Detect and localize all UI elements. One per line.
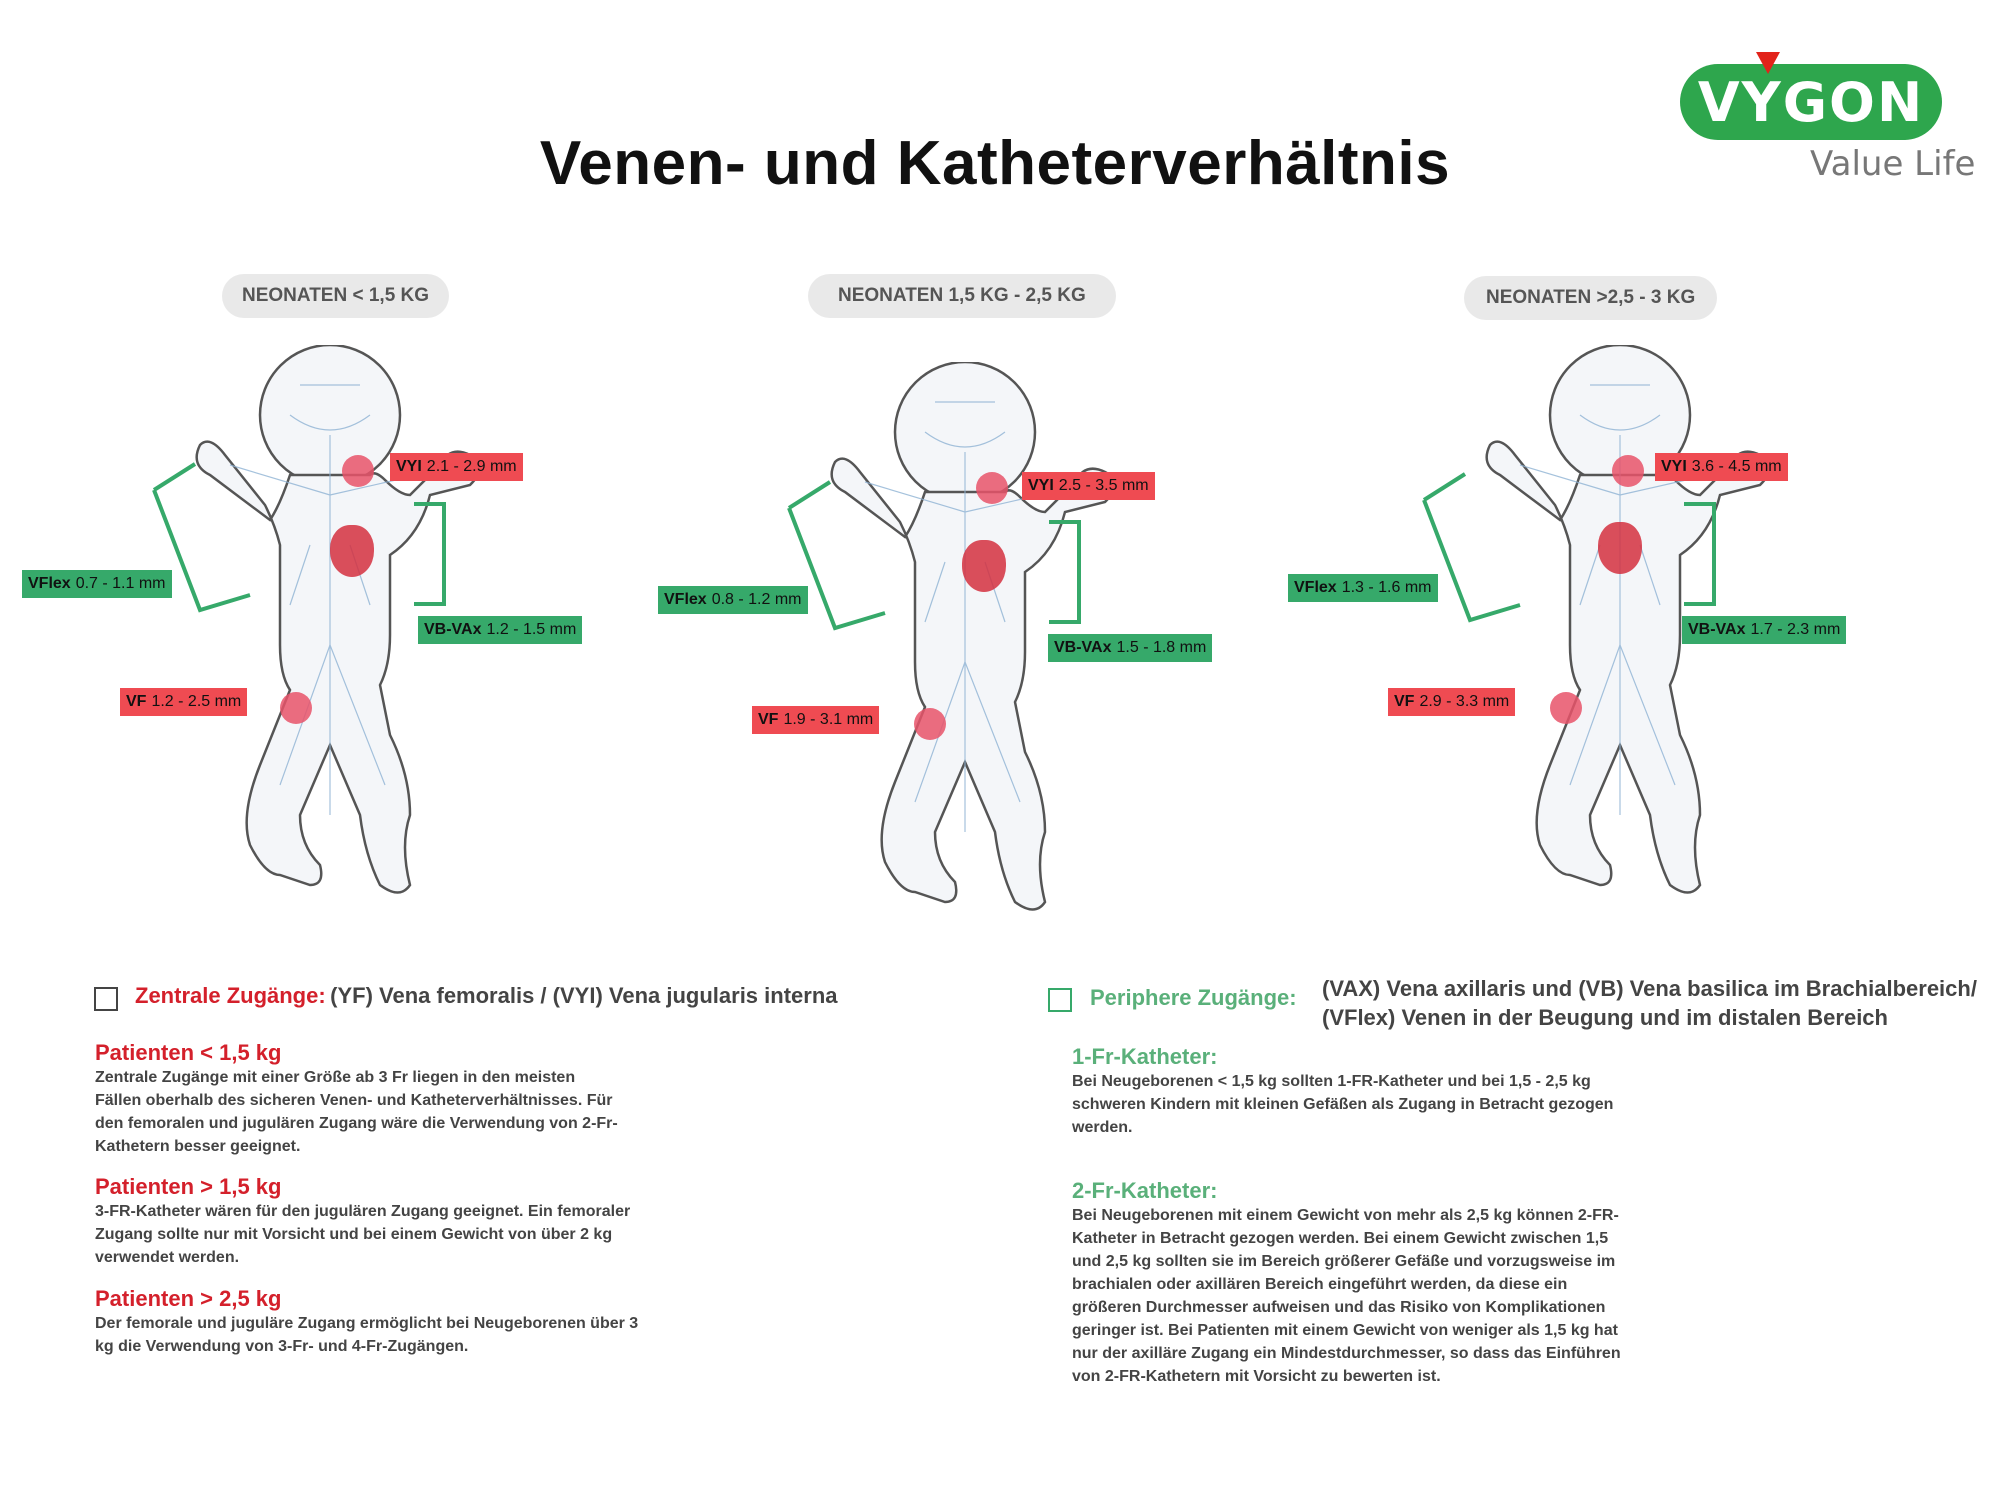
central-section-text-2: 3-FR-Katheter wären für den jugulären Zu… xyxy=(95,1203,631,1266)
vf-marker-1 xyxy=(280,692,312,724)
vbvax-bracket-1 xyxy=(414,502,446,606)
group-pill-3: NEONATEN >2,5 - 3 KG xyxy=(1464,276,1718,320)
peripheral-section-text-1: Bei Neugeborenen < 1,5 kg sollten 1-FR-K… xyxy=(1072,1073,1614,1136)
central-section-title-2: Patienten > 1,5 kg xyxy=(95,1174,282,1199)
peripheral-desc-line-1: (VAX) Vena axillaris und (VB) Vena basil… xyxy=(1322,976,1977,1001)
peripheral-section-title-2: 2-Fr-Katheter: xyxy=(1072,1178,1218,1203)
group-pill-2: NEONATEN 1,5 KG - 2,5 KG xyxy=(808,274,1116,318)
central-section-text-3: Der femorale und juguläre Zugang ermögli… xyxy=(95,1315,639,1355)
vyi-marker-1 xyxy=(342,455,374,487)
logo-tagline: Value Life xyxy=(1810,144,1976,184)
peripheral-section-title-1: 1-Fr-Katheter: xyxy=(1072,1044,1218,1069)
heart-icon-2 xyxy=(962,540,1006,592)
peripheral-desc-line-2: (VFlex) Venen in der Beugung und im dist… xyxy=(1322,1005,1888,1030)
vyi-marker-2 xyxy=(976,472,1008,504)
logo-word: VYGON xyxy=(1697,70,1925,134)
central-heading: Zentrale Zugänge: xyxy=(135,983,326,1008)
heart-icon-3 xyxy=(1598,522,1642,574)
baby-illustration-2 xyxy=(830,362,1117,911)
heart-icon-1 xyxy=(330,525,374,577)
peripheral-checkbox[interactable] xyxy=(1048,988,1072,1012)
peripheral-section-text-2: Bei Neugeborenen mit einem Gewicht von m… xyxy=(1072,1207,1621,1385)
vflex-bracket-2 xyxy=(787,480,886,631)
central-heading-row: Zentrale Zugänge: (YF) Vena femoralis / … xyxy=(135,983,838,1009)
central-section-title-3: Patienten > 2,5 kg xyxy=(95,1286,282,1311)
vf-marker-3 xyxy=(1550,692,1582,724)
vflex-bracket-1 xyxy=(152,462,251,613)
logo-pill: VYGON xyxy=(1680,64,1942,140)
vflex-bracket-3 xyxy=(1422,472,1521,623)
logo-triangle-icon xyxy=(1756,52,1780,74)
vbvax-bracket-2 xyxy=(1049,520,1081,624)
vygon-logo: VYGON Value Life xyxy=(1680,48,1980,188)
vbvax-bracket-3 xyxy=(1684,502,1716,606)
central-checkbox[interactable] xyxy=(94,987,118,1011)
group-pill-1: NEONATEN < 1,5 KG xyxy=(222,274,450,318)
peripheral-heading: Periphere Zugänge: xyxy=(1090,985,1297,1010)
central-desc: (YF) Vena femoralis / (VYI) Vena jugular… xyxy=(330,983,838,1008)
central-section-title-1: Patienten < 1,5 kg xyxy=(95,1040,282,1065)
central-section-text-1: Zentrale Zugänge mit einer Größe ab 3 Fr… xyxy=(95,1069,618,1155)
page-title: Venen- und Katheterverhältnis xyxy=(539,129,1451,198)
baby-illustration-1 xyxy=(195,345,482,894)
vf-marker-2 xyxy=(914,708,946,740)
vyi-marker-3 xyxy=(1612,455,1644,487)
